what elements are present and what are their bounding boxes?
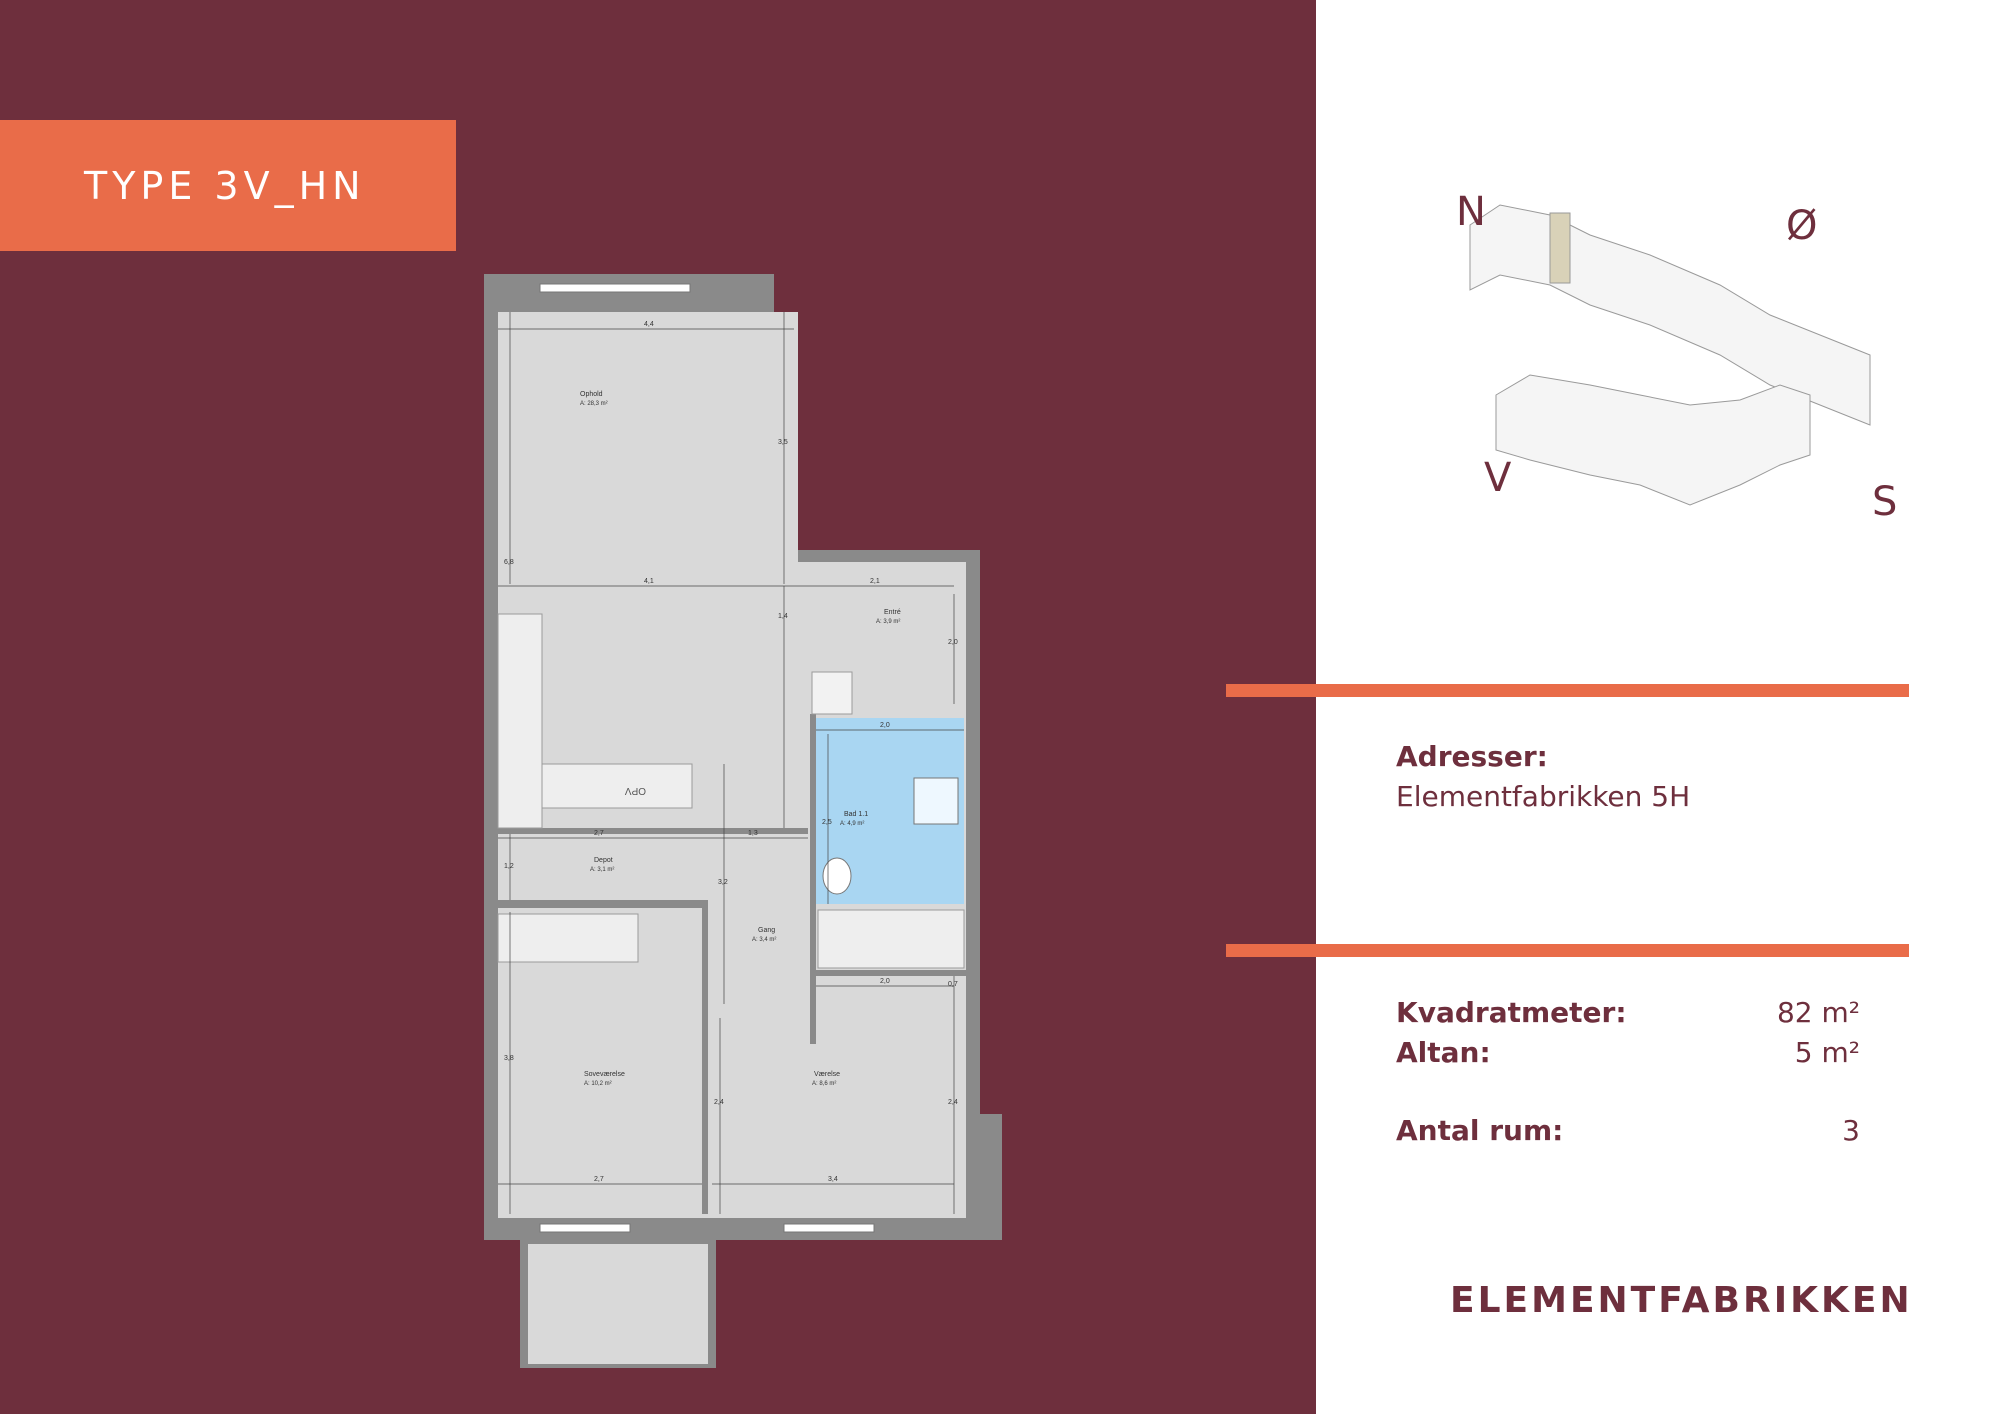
room-name-bad: Bad 1.1	[844, 811, 868, 818]
type-label: TYPE 3V_HN	[84, 163, 366, 208]
svg-text:4,1: 4,1	[644, 578, 654, 585]
building-south	[1495, 374, 1811, 506]
room-name-entre: Entré	[884, 609, 901, 616]
divider-bottom	[1226, 944, 1909, 957]
svg-text:1,2: 1,2	[504, 863, 514, 870]
room-area-depot: A: 3,1 m²	[590, 867, 614, 873]
room-name-vaerelse: Værelse	[814, 1071, 840, 1078]
divider-top	[1226, 684, 1909, 697]
fridge-label: OPV	[625, 785, 646, 796]
left-panel: TYPE 3V_HN Ophold A: 28,	[0, 0, 1316, 1414]
dimension-labels: 4,4 3,5 6,8 4,1 1,4 2,1 2,0 2,0 2,5 2,7 …	[504, 321, 958, 1183]
svg-text:2,1: 2,1	[870, 578, 880, 585]
fact-value-rooms: 3	[1842, 1114, 1860, 1147]
svg-text:4,4: 4,4	[644, 321, 654, 328]
address-value: Elementfabrikken 5H	[1396, 780, 1691, 813]
wall-bath-left	[810, 714, 816, 1044]
compass-s: S	[1872, 479, 1897, 525]
right-panel	[1316, 0, 2000, 1414]
compass-o: Ø	[1786, 203, 1817, 249]
kitchen-counter-bottom	[541, 763, 693, 809]
svg-text:3,4: 3,4	[828, 1176, 838, 1183]
svg-text:2,4: 2,4	[714, 1099, 724, 1106]
window-top	[539, 283, 691, 293]
wall-vaerelse-top	[810, 970, 966, 976]
room-name-gang: Gang	[758, 927, 775, 934]
svg-text:3,2: 3,2	[718, 879, 728, 886]
svg-text:0,7: 0,7	[948, 981, 958, 988]
floor-plan: Ophold A: 28,3 m² Entré A: 3,9 m² Bad 1.…	[484, 274, 1002, 1368]
room-area-ophold: A: 28,3 m²	[580, 401, 608, 407]
room-name-ophold: Ophold	[580, 391, 603, 398]
bath-sink	[913, 777, 959, 825]
svg-text:2,5: 2,5	[822, 819, 832, 826]
svg-text:2,0: 2,0	[880, 978, 890, 985]
wall-depot-bottom	[498, 900, 708, 908]
svg-text:1,3: 1,3	[748, 830, 758, 837]
svg-text:2,4: 2,4	[948, 1099, 958, 1106]
fact-label-sqm: Kvadratmeter:	[1396, 996, 1627, 1029]
site-illustration: N Ø V S	[1456, 189, 1897, 525]
address-heading: Adresser:	[1396, 740, 1548, 773]
fact-label-rooms: Antal rum:	[1396, 1114, 1564, 1147]
room-area-bad: A: 4,9 m²	[840, 821, 864, 827]
room-area-sove: A: 10,2 m²	[584, 1081, 612, 1087]
svg-text:3,5: 3,5	[778, 439, 788, 446]
fact-value-altan: 5 m²	[1794, 1036, 1860, 1069]
wall-depot-top	[498, 828, 808, 834]
floor-ophold-top	[498, 312, 748, 562]
room-name-depot: Depot	[594, 857, 613, 864]
fact-label-altan: Altan:	[1396, 1036, 1491, 1069]
svg-text:6,8: 6,8	[504, 559, 514, 566]
room-area-entre: A: 3,9 m²	[876, 619, 900, 625]
svg-text:1,4: 1,4	[778, 613, 788, 620]
svg-text:2,0: 2,0	[948, 639, 958, 646]
fact-value-sqm: 82 m²	[1776, 996, 1860, 1029]
dimension-lines	[498, 312, 964, 1214]
entry-cabinet	[811, 671, 853, 715]
window-bottom-left	[539, 1223, 631, 1233]
svg-text:2,7: 2,7	[594, 1176, 604, 1183]
highlighted-unit	[1549, 212, 1571, 284]
room-name-sove: Soveværelse	[584, 1071, 625, 1078]
brand-logo: ELEMENTFABRIKKEN	[1450, 1280, 1913, 1321]
wall-corner	[980, 1114, 1002, 1240]
toilet	[822, 857, 852, 895]
room-area-gang: A: 3,4 m²	[752, 937, 776, 943]
wall-sove	[702, 904, 708, 1214]
compass-n: N	[1456, 189, 1486, 235]
svg-text:3,8: 3,8	[504, 1055, 514, 1062]
wardrobe	[497, 913, 639, 963]
svg-text:2,0: 2,0	[880, 722, 890, 729]
kitchen-counter	[497, 613, 543, 829]
svg-text:2,7: 2,7	[594, 830, 604, 837]
room-area-vaerelse: A: 8,6 m²	[812, 1081, 836, 1087]
type-badge: TYPE 3V_HN	[0, 120, 456, 251]
balcony	[520, 1236, 716, 1368]
compass-v: V	[1484, 455, 1512, 501]
closet	[817, 909, 965, 969]
window-bottom-right	[783, 1223, 875, 1233]
